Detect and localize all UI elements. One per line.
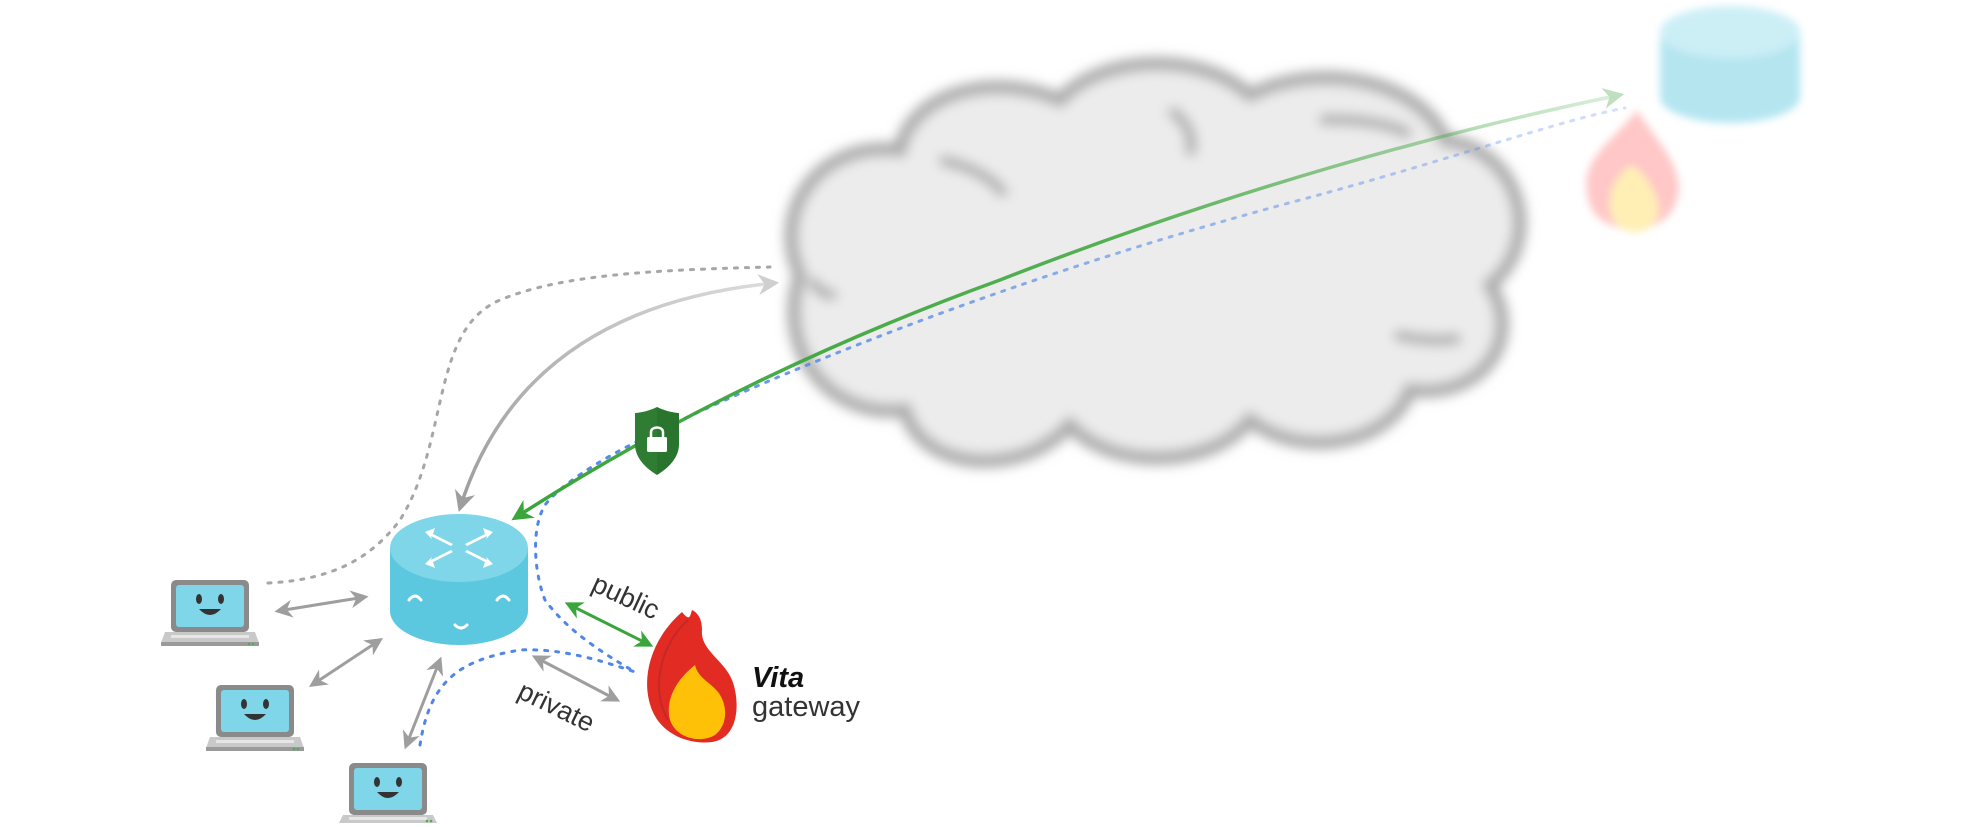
public-label: public — [587, 568, 664, 625]
remote-router-icon — [1660, 6, 1800, 123]
public-link-arrow — [564, 602, 654, 647]
laptop-icon — [161, 580, 259, 646]
laptop3-router-arrow — [402, 656, 444, 750]
laptop-icon — [206, 685, 304, 751]
private-dotted-path — [418, 106, 1627, 747]
private-link-arrow — [531, 655, 621, 702]
remote-flame-icon — [1586, 110, 1679, 233]
router-icon — [390, 514, 528, 645]
vita-brand-suffix: gateway — [752, 691, 861, 723]
laptop1-router-arrow — [274, 590, 369, 618]
laptop-icon — [339, 763, 437, 823]
laptop2-router-arrow — [308, 638, 384, 687]
shield-lock-icon — [635, 407, 679, 475]
internet-cloud — [784, 57, 1527, 468]
flame-icon — [647, 610, 737, 743]
vita-brand-name: Vita — [752, 662, 804, 694]
